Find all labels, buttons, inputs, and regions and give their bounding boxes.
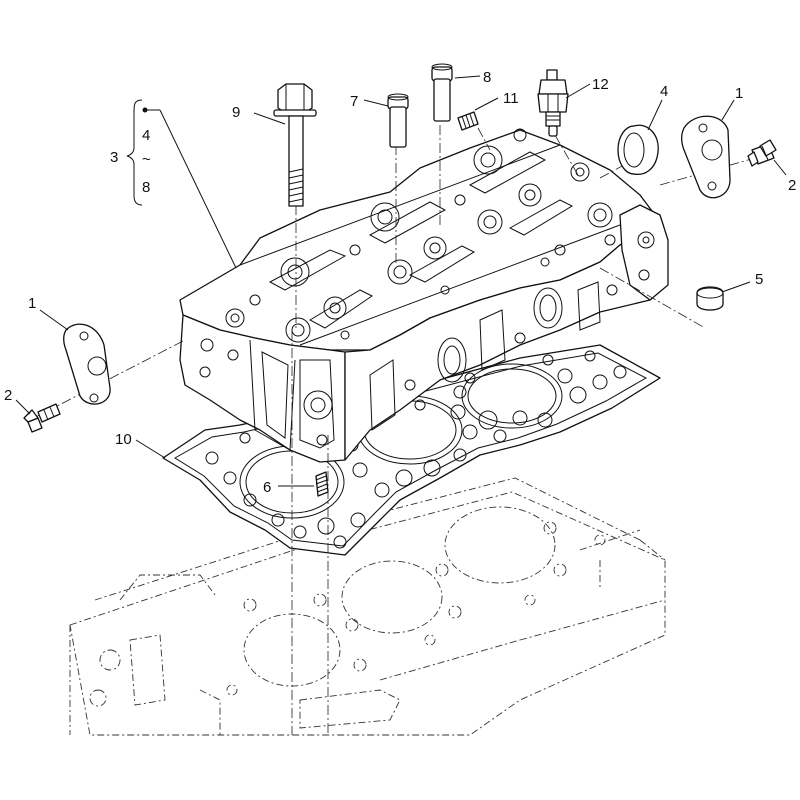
callout-3-range-start: 4 <box>142 127 150 144</box>
flange-plate-left <box>63 323 111 405</box>
callout-3: 3 <box>110 149 118 166</box>
callout-9: 9 <box>232 104 240 121</box>
callout-labels: 9 7 8 11 12 4 1 2 5 1 2 10 6 3 4 ~ 8 <box>4 69 796 496</box>
callout-10: 10 <box>115 431 132 448</box>
cylinder-head <box>179 128 669 463</box>
callout-12: 12 <box>592 76 609 93</box>
callout-3-range-tilde: ~ <box>142 151 151 168</box>
callout-4: 4 <box>660 83 668 100</box>
valve-guide-8 <box>431 63 453 122</box>
stud-11 <box>457 111 479 131</box>
engine-block-outline <box>69 477 666 736</box>
cup-plug-small <box>696 286 724 311</box>
temperature-sensor-12 <box>537 69 569 137</box>
callout-2-right: 2 <box>788 177 796 194</box>
callout-11: 11 <box>503 90 519 107</box>
callout-6: 6 <box>263 479 271 496</box>
callout-2-left: 2 <box>4 387 12 404</box>
callout-5: 5 <box>755 271 763 288</box>
stud-6 <box>315 471 329 497</box>
head-bolt-9 <box>273 83 317 207</box>
head-gasket <box>162 344 661 556</box>
flange-plate-right <box>681 115 731 199</box>
callout-7: 7 <box>350 93 358 110</box>
plug-bolt-right <box>747 139 777 167</box>
cup-plug-large <box>617 124 659 176</box>
group-bracket <box>126 99 143 206</box>
plug-bolt-left <box>23 403 61 433</box>
callout-8: 8 <box>483 69 491 86</box>
leader-lines <box>15 75 787 487</box>
callout-3-range-end: 8 <box>142 179 150 196</box>
callout-1-left: 1 <box>28 295 36 312</box>
callout-1-right: 1 <box>735 85 743 102</box>
valve-guide-7 <box>387 93 409 148</box>
